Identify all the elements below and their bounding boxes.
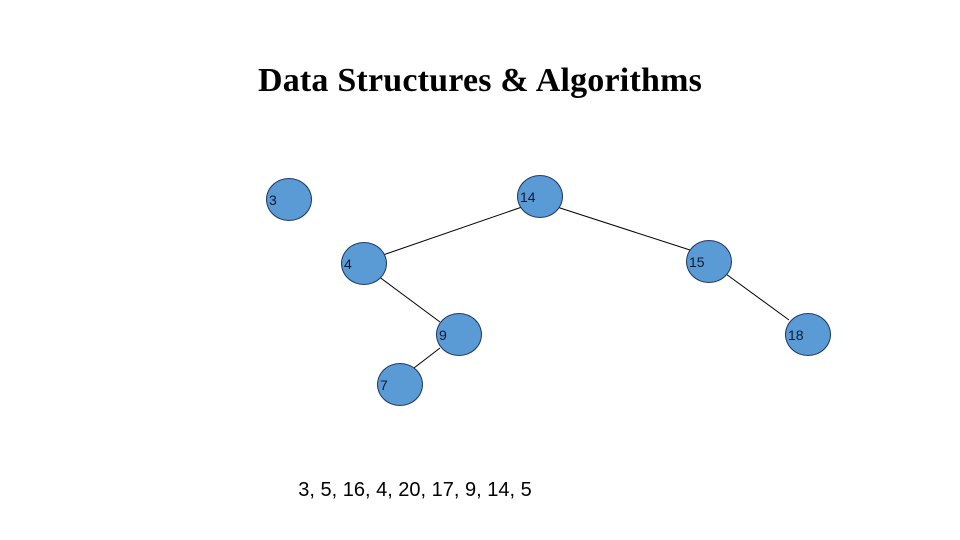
tree-edge-layer bbox=[377, 206, 790, 369]
tree-node-14[interactable]: 14 bbox=[517, 175, 563, 218]
tree-node-7[interactable]: 7 bbox=[377, 363, 423, 406]
tree-node-18[interactable]: 18 bbox=[785, 313, 831, 356]
insertion-sequence-caption: 3, 5, 16, 4, 20, 17, 9, 14, 5 bbox=[298, 479, 532, 501]
tree-diagram: 3 14 4 15 9 18 7 bbox=[266, 175, 831, 406]
tree-node-label: 4 bbox=[344, 255, 352, 272]
tree-node-label: 9 bbox=[439, 326, 447, 343]
tree-node-label: 15 bbox=[689, 253, 705, 270]
tree-edge-n15-n18 bbox=[725, 273, 790, 321]
tree-node-label: 14 bbox=[520, 188, 536, 205]
tree-node-15[interactable]: 15 bbox=[686, 240, 732, 283]
tree-node-label: 3 bbox=[269, 191, 277, 208]
tree-edge-n14-n4 bbox=[382, 206, 523, 256]
page-title: Data Structures & Algorithms bbox=[257, 62, 703, 99]
tree-node-label: 18 bbox=[788, 326, 804, 343]
tree-node-3[interactable]: 3 bbox=[266, 178, 312, 221]
tree-edge-n14-n15 bbox=[556, 206, 691, 251]
tree-edge-n4-n9 bbox=[377, 275, 441, 323]
tree-node-9[interactable]: 9 bbox=[436, 313, 482, 356]
tree-node-label: 7 bbox=[380, 376, 388, 393]
tree-edge-n9-n7 bbox=[413, 347, 441, 369]
tree-node-4[interactable]: 4 bbox=[341, 242, 387, 285]
